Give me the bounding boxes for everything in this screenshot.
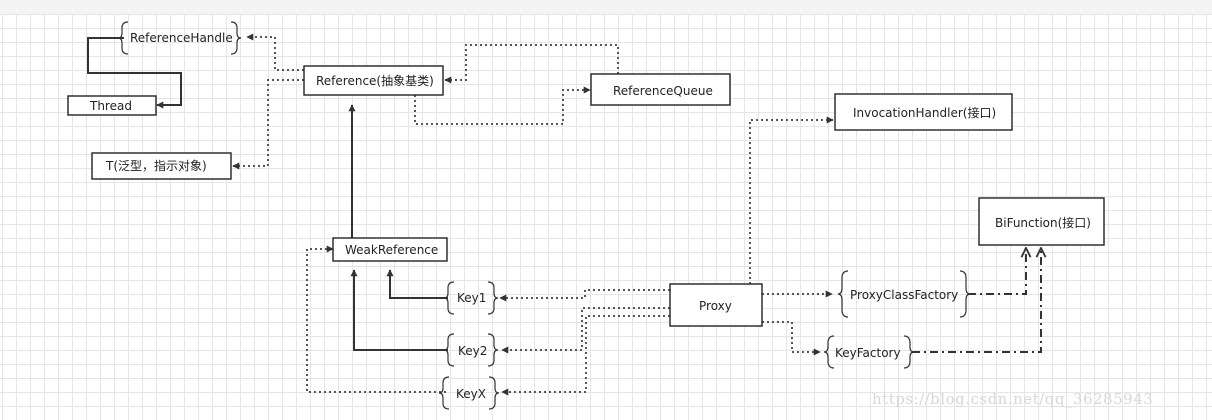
edge-keyfactory-bifunction: [912, 248, 1041, 353]
invocation-handler-label: InvocationHandler(接口): [853, 105, 996, 120]
edge-thread-referencehandle: [87, 37, 182, 109]
node-weak-reference[interactable]: WeakReference: [332, 237, 448, 262]
edge-referencequeue-reference: [444, 44, 619, 84]
key1-label: Key1: [457, 291, 486, 305]
watermark-url: https://blog.csdn.net/qq_36285943: [872, 390, 1154, 408]
keyx-label: KeyX: [456, 387, 486, 401]
edge-proxy-invocationhandler: [749, 116, 834, 284]
edge-reference-t: [232, 79, 304, 170]
weak-reference-label: WeakReference: [345, 243, 438, 257]
thread-label: Thread: [89, 99, 132, 113]
edge-proxy-key2: [501, 307, 670, 354]
node-reference-handle[interactable]: ReferenceHandle: [117, 21, 242, 55]
node-keyx[interactable]: KeyX: [438, 376, 500, 410]
node-proxy-class-factory[interactable]: ProxyClassFactory: [837, 270, 971, 318]
top-toolbar-strip: [0, 0, 1212, 15]
node-invocation-handler[interactable]: InvocationHandler(接口): [834, 93, 1013, 131]
connectors: [87, 33, 1041, 396]
node-reference[interactable]: Reference(抽象基类): [303, 65, 444, 96]
edge-proxy-key1: [499, 289, 670, 302]
node-bifunction[interactable]: BiFunction(接口): [978, 197, 1105, 246]
node-key-factory[interactable]: KeyFactory: [823, 335, 915, 369]
edge-reference-referencehandle: [246, 33, 304, 71]
key-factory-label: KeyFactory: [835, 346, 901, 360]
node-key2[interactable]: Key2: [443, 333, 499, 367]
edge-key1-weakreference: [386, 269, 448, 299]
reference-handle-label: ReferenceHandle: [130, 31, 233, 45]
edge-reference-referencequeue: [414, 86, 591, 125]
proxy-class-factory-label: ProxyClassFactory: [850, 288, 958, 302]
bifunction-label: BiFunction(接口): [995, 215, 1091, 230]
node-reference-queue[interactable]: ReferenceQueue: [590, 73, 731, 106]
node-key1[interactable]: Key1: [443, 281, 499, 315]
proxy-label: Proxy: [699, 299, 732, 313]
node-t-generic[interactable]: T(泛型，指示对象): [91, 152, 232, 180]
edge-proxyclassfactory-bifunction: [968, 248, 1026, 295]
reference-queue-label: ReferenceQueue: [613, 84, 713, 98]
edge-keyx-weakreference: [306, 245, 446, 393]
node-proxy[interactable]: Proxy: [669, 283, 763, 327]
node-thread[interactable]: Thread: [67, 95, 157, 116]
key2-label: Key2: [458, 344, 487, 358]
t-generic-label: T(泛型，指示对象): [105, 158, 207, 173]
edge-proxy-keyfactory: [762, 321, 821, 356]
reference-label: Reference(抽象基类): [316, 74, 434, 88]
edge-key2-weakreference: [350, 269, 448, 351]
edge-proxy-keyx: [501, 315, 670, 396]
